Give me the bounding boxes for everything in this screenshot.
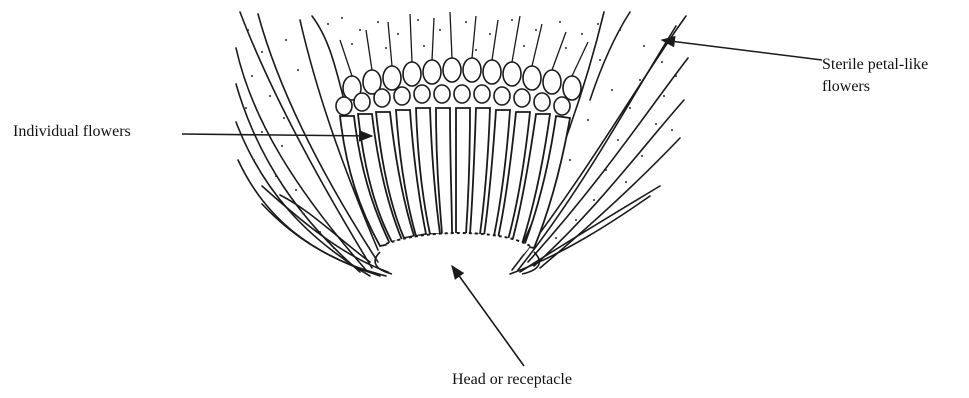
label-individual-flowers: Individual flowers [13,122,131,142]
label-head-or-receptacle: Head or receptacle [452,370,572,390]
label-sterile-line2: flowers [822,76,928,98]
arrow-head-receptacle [452,266,524,366]
arrow-sterile-flowers [662,40,822,60]
floret-heads [336,58,581,115]
label-sterile-petal-like-flowers: Sterile petal-like flowers [822,54,928,98]
label-sterile-line1: Sterile petal-like [822,54,928,76]
individual-florets [340,108,570,248]
